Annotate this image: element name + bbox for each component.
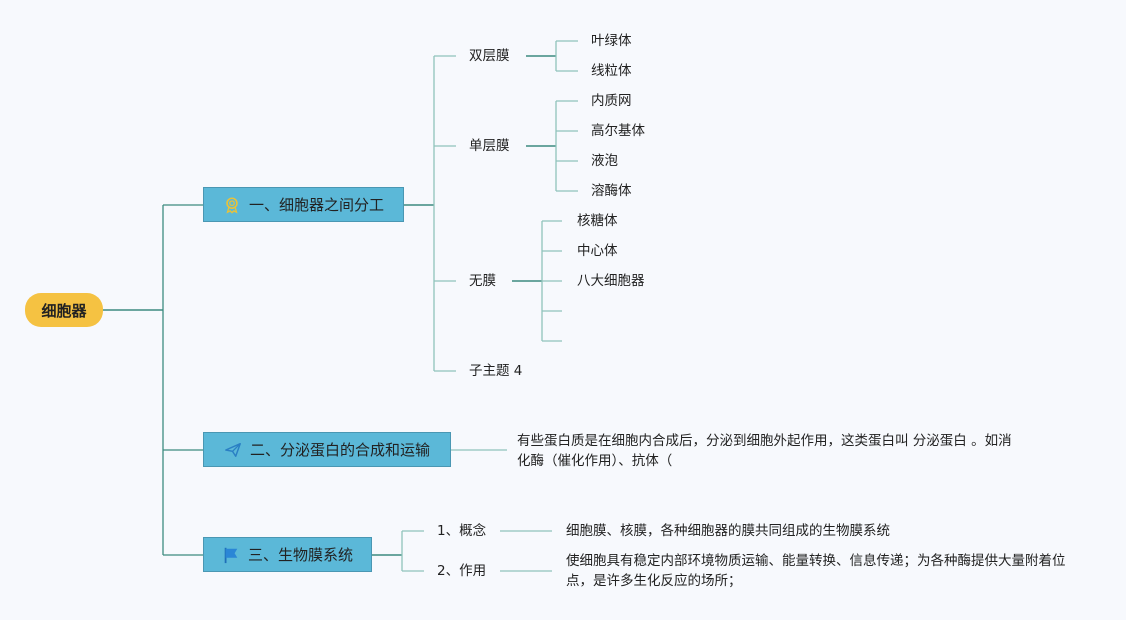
root-label: 细胞器: [41, 301, 87, 320]
leaf-centrosome[interactable]: 中心体: [577, 243, 618, 259]
topic-label: 一、细胞器之间分工: [248, 196, 384, 214]
award-ribbon-icon: [223, 196, 241, 214]
subtopic-concept[interactable]: 1、概念: [437, 523, 487, 539]
leaf-mitochondria[interactable]: 线粒体: [591, 63, 632, 79]
secretory-protein-note[interactable]: 有些蛋白质是在细胞内合成后，分泌到细胞外起作用，这类蛋白叫 分泌蛋白 。如消化酶…: [517, 433, 1012, 469]
paper-plane-icon: [224, 441, 242, 459]
concept-detail[interactable]: 细胞膜、核膜，各种细胞器的膜共同组成的生物膜系统: [566, 523, 890, 539]
root-topic[interactable]: 细胞器: [25, 293, 103, 327]
topic-label: 三、生物膜系统: [247, 546, 353, 564]
leaf-endoplasmic-reticulum[interactable]: 内质网: [591, 93, 632, 109]
subtopic-4[interactable]: 子主题 4: [469, 363, 523, 379]
leaf-lysosome[interactable]: 溶酶体: [591, 183, 632, 199]
function-detail[interactable]: 使细胞具有稳定内部环境物质运输、能量转换、信息传递；为各种酶提供大量附着位点，是…: [566, 553, 1066, 589]
subtopic-single-membrane[interactable]: 单层膜: [469, 138, 510, 154]
leaf-chloroplast[interactable]: 叶绿体: [591, 33, 632, 49]
leaf-vacuole[interactable]: 液泡: [591, 153, 618, 169]
subtopic-function[interactable]: 2、作用: [437, 563, 487, 579]
subtopic-no-membrane[interactable]: 无膜: [469, 273, 496, 289]
topic-secretory-protein[interactable]: 二、分泌蛋白的合成和运输: [203, 432, 451, 467]
leaf-golgi[interactable]: 高尔基体: [591, 123, 645, 139]
topic-label: 二、分泌蛋白的合成和运输: [249, 441, 430, 459]
subtopic-double-membrane[interactable]: 双层膜: [469, 48, 510, 64]
topic-organelle-division[interactable]: 一、细胞器之间分工: [203, 187, 404, 222]
leaf-ribosome[interactable]: 核糖体: [577, 213, 618, 229]
topic-biomembrane-system[interactable]: 三、生物膜系统: [203, 537, 372, 572]
leaf-eight-organelles[interactable]: 八大细胞器: [577, 273, 645, 289]
flag-icon: [222, 546, 240, 564]
